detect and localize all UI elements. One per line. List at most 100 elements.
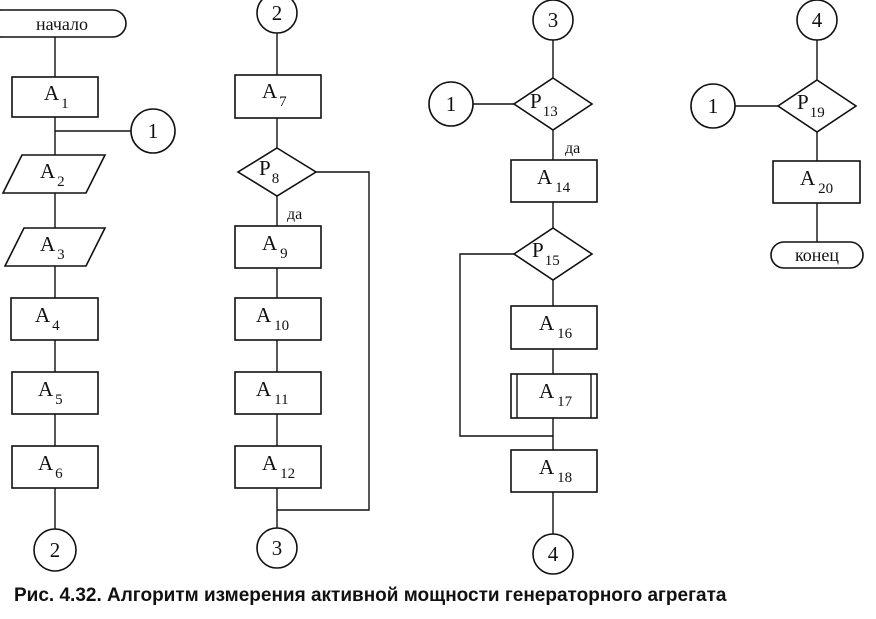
block-a3-index: 3 [57, 247, 65, 263]
end-label: конец [795, 245, 839, 265]
connector-2-col2-label: 2 [272, 1, 283, 25]
block-a18-letter: A [539, 455, 555, 479]
svg-text:A16: A16 [539, 311, 573, 342]
block-a5-letter: A [38, 377, 54, 401]
svg-text:A3: A3 [40, 232, 65, 263]
decision-p19-letter: P [797, 90, 809, 114]
svg-text:A14: A14 [537, 165, 571, 196]
svg-text:A11: A11 [256, 377, 289, 408]
block-a7-index: 7 [279, 94, 287, 110]
decision-p15-letter: P [532, 238, 544, 262]
block-a18-index: 18 [557, 470, 572, 486]
svg-text:A10: A10 [256, 303, 289, 334]
block-a16-letter: A [539, 311, 555, 335]
svg-text:A6: A6 [38, 451, 63, 482]
block-a11-index: 11 [274, 392, 288, 408]
block-a10-letter: A [256, 303, 272, 327]
block-a20-index: 20 [818, 181, 833, 197]
connector-3-col3-label: 3 [548, 8, 559, 32]
decision-p8-index: 8 [272, 171, 280, 187]
connector-1-col4-label: 1 [708, 94, 719, 118]
connector-4-col3-label: 4 [548, 542, 559, 566]
svg-text:P19: P19 [797, 90, 825, 121]
decision-p8: P8 [236, 147, 318, 197]
start-label: начало [36, 14, 88, 34]
svg-text:A5: A5 [38, 377, 63, 408]
block-a20-letter: A [800, 166, 816, 190]
block-a5-index: 5 [55, 392, 63, 408]
end-terminal: конец [770, 241, 864, 269]
connector-1-col1-label: 1 [148, 119, 159, 143]
decision-p15: P15 [512, 227, 594, 281]
block-a1-index: 1 [61, 96, 69, 112]
svg-text:A7: A7 [262, 79, 287, 110]
block-a3-letter: A [40, 232, 56, 256]
svg-text:A9: A9 [262, 231, 288, 262]
connector-2-col1-label: 2 [50, 538, 61, 562]
decision-p19: P19 [776, 79, 858, 133]
svg-text:A12: A12 [262, 451, 295, 482]
block-a14-letter: A [537, 165, 553, 189]
connector-4-col4-label: 4 [812, 8, 823, 32]
connector-1-col4: 1 [690, 83, 736, 129]
block-a9-letter: A [262, 231, 278, 255]
block-a2-letter: A [40, 159, 56, 183]
connector-1-col3: 1 [428, 81, 474, 127]
connector-2-col1: 2 [33, 528, 77, 572]
svg-text:A1: A1 [44, 81, 69, 112]
decision-p19-index: 19 [810, 105, 825, 121]
block-a11-letter: A [256, 377, 272, 401]
block-a1-letter: A [44, 81, 60, 105]
block-a12-letter: A [262, 451, 278, 475]
connector-1-col3-label: 1 [446, 92, 457, 116]
yes-label-p8: да [287, 206, 302, 223]
connector-4-col3: 4 [532, 533, 574, 575]
decision-p8-letter: P [259, 156, 271, 180]
block-a17-letter: A [539, 379, 555, 403]
svg-text:A18: A18 [539, 455, 572, 486]
connector-3-col2-label: 3 [272, 536, 283, 560]
svg-text:P8: P8 [259, 156, 279, 187]
block-a4-letter: A [35, 303, 51, 327]
block-a2-index: 2 [57, 174, 65, 190]
decision-p15-index: 15 [545, 253, 560, 269]
svg-text:A4: A4 [35, 303, 60, 334]
decision-p13-letter: P [530, 89, 542, 113]
yes-label-p13: да [565, 140, 580, 157]
block-a17-index: 17 [557, 394, 573, 410]
connector-1-col1: 1 [130, 108, 176, 154]
start-terminal: начало [0, 9, 127, 38]
block-a6-index: 6 [55, 466, 63, 482]
block-a6-letter: A [38, 451, 54, 475]
connector-3-col2: 3 [256, 527, 298, 569]
block-a14-index: 14 [555, 180, 571, 196]
svg-text:A17: A17 [539, 379, 573, 410]
block-a4-index: 4 [52, 318, 60, 334]
svg-text:A2: A2 [40, 159, 65, 190]
connector-3-col3: 3 [532, 0, 574, 41]
svg-text:P13: P13 [530, 89, 558, 120]
block-a7-letter: A [262, 79, 278, 103]
decision-p13-index: 13 [543, 104, 558, 120]
figure-caption: Рис. 4.32. Алгоритм измерения активной м… [14, 585, 727, 606]
